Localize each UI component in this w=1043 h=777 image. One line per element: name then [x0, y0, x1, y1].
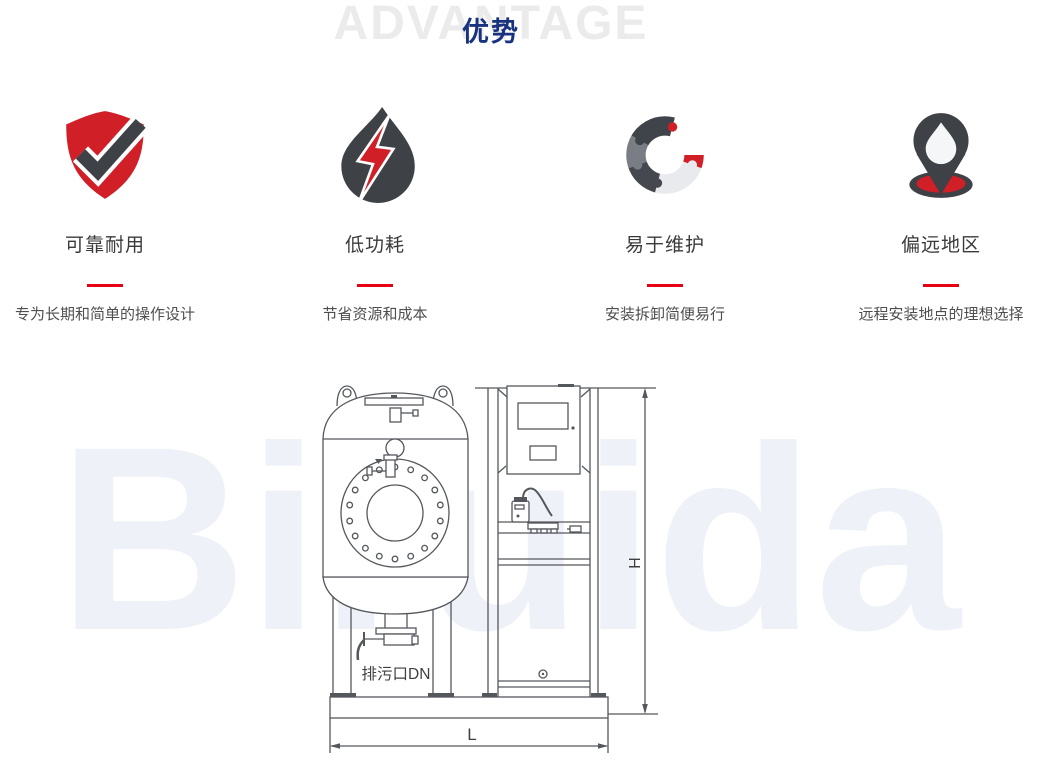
drain-port-label: 排污口DN [362, 665, 431, 683]
feature-description: 安装拆卸简便易行 [604, 306, 725, 323]
feature-remote-area: 偏远地区 远程安装地点的理想选择 [821, 101, 1043, 324]
feature-title: 易于维护 [624, 235, 705, 256]
feature-reliable: 可靠耐用 专为长期和简单的操作设计 [0, 101, 225, 324]
feature-description: 远程安装地点的理想选择 [858, 306, 1024, 323]
feature-title: 偏远地区 [900, 235, 981, 256]
section-header: ADVANTAGE 优势 [0, 0, 1043, 60]
feature-title: 低功耗 [344, 235, 405, 256]
equipment-technical-drawing: 排污口DN L H [322, 384, 658, 753]
red-divider [357, 284, 393, 287]
feature-low-power: 低功耗 节省资源和成本 [255, 101, 495, 324]
page-title: 优势 [462, 17, 520, 47]
red-divider [647, 284, 683, 287]
red-divider [87, 284, 123, 287]
dimension-length-label: L [467, 725, 476, 744]
shield-check-icon [0, 101, 225, 209]
drop-lightning-icon [255, 101, 495, 209]
feature-title: 可靠耐用 [64, 235, 145, 256]
red-divider [923, 284, 959, 287]
puzzle-ring-icon [545, 101, 785, 209]
feature-easy-maintenance: 易于维护 安装拆卸简便易行 [545, 101, 785, 324]
background-word: ADVANTAGE [333, 0, 649, 50]
dimension-height-label: H [625, 557, 642, 569]
feature-description: 节省资源和成本 [322, 306, 428, 323]
location-pin-icon [821, 101, 1043, 209]
feature-description: 专为长期和简单的操作设计 [14, 306, 195, 323]
